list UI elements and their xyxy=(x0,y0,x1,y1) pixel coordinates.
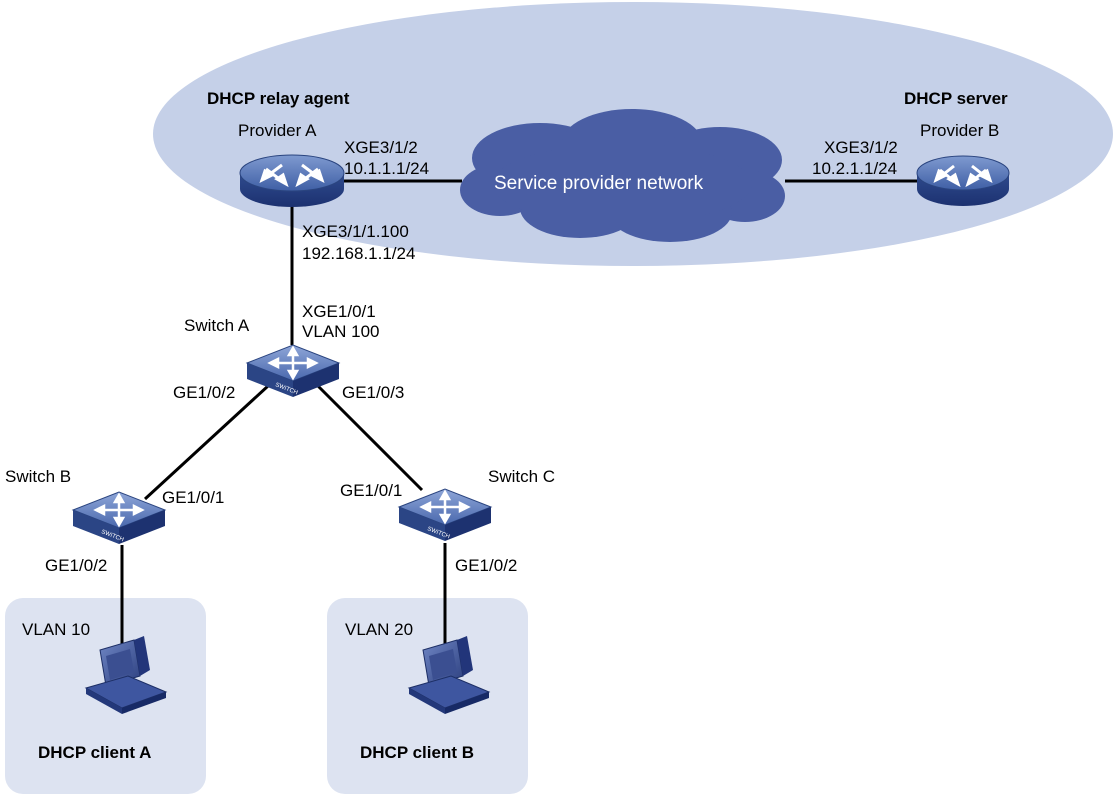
sb-ge101-label: GE1/0/1 xyxy=(162,488,225,507)
provider-b-label: Provider B xyxy=(920,121,1000,140)
client-b-pc-icon[interactable] xyxy=(407,636,491,714)
service-provider-cloud xyxy=(460,109,785,242)
client-b-label: DHCP client B xyxy=(360,743,474,762)
pb-xge312-label: XGE3/1/2 xyxy=(824,138,898,157)
pa-xge311-ip-label: 192.168.1.1/24 xyxy=(302,244,416,263)
sa-vlan-label: VLAN 100 xyxy=(302,322,380,341)
pa-xge312-label: XGE3/1/2 xyxy=(344,138,418,157)
relay-agent-label: DHCP relay agent xyxy=(207,89,350,108)
sa-ge102-label: GE1/0/2 xyxy=(173,383,236,402)
switch-a-switch-icon[interactable]: SWITCH xyxy=(245,344,341,397)
pb-xge312-ip-label: 10.2.1.1/24 xyxy=(812,159,898,178)
pa-xge311-label: XGE3/1/1.100 xyxy=(302,222,409,241)
switch-b-label: Switch B xyxy=(5,467,72,486)
sb-ge102-label: GE1/0/2 xyxy=(45,556,108,575)
provider-a-label: Provider A xyxy=(238,121,317,140)
switch-c-switch-icon[interactable]: SWITCH xyxy=(397,488,493,541)
switch-c-label: Switch C xyxy=(488,467,556,486)
provider-a-router-icon[interactable] xyxy=(239,154,345,207)
client-a-label: DHCP client A xyxy=(38,743,152,762)
vlan10-label: VLAN 10 xyxy=(22,620,91,639)
link-swa-swc xyxy=(316,384,424,492)
sc-ge101-label: GE1/0/1 xyxy=(340,481,403,500)
client-a-pc-icon[interactable] xyxy=(84,636,168,714)
pa-xge312-ip-label: 10.1.1.1/24 xyxy=(344,159,430,178)
sc-ge102-label: GE1/0/2 xyxy=(455,556,518,575)
link-swa-swb xyxy=(143,384,270,501)
switch-a-label: Switch A xyxy=(184,316,250,335)
provider-b-router-icon[interactable] xyxy=(916,155,1010,206)
vlan20-label: VLAN 20 xyxy=(345,620,414,639)
cloud-label: Service provider network xyxy=(494,173,704,194)
server-label: DHCP server xyxy=(904,89,1008,108)
sa-xge101-label: XGE1/0/1 xyxy=(302,302,376,321)
sa-ge103-label: GE1/0/3 xyxy=(342,383,405,402)
switch-b-switch-icon[interactable]: SWITCH xyxy=(71,491,167,544)
